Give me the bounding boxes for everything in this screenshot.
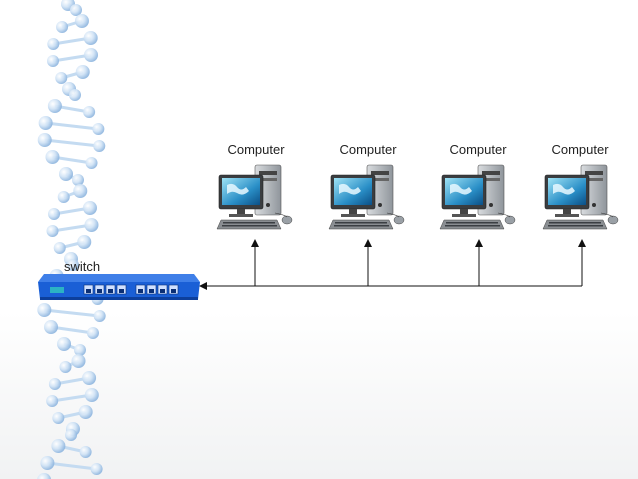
desktop-computer-icon <box>216 164 293 230</box>
computer-label: Computer <box>227 142 285 157</box>
computer-label: Computer <box>339 142 397 157</box>
desktop-computer-icon <box>439 164 516 230</box>
switch-label: switch <box>64 259 101 274</box>
network-switch-icon <box>38 274 200 300</box>
computer-label: Computer <box>551 142 609 157</box>
desktop-computer-icon <box>542 164 619 230</box>
computer-label: Computer <box>449 142 507 157</box>
desktop-computer-icon <box>328 164 405 230</box>
